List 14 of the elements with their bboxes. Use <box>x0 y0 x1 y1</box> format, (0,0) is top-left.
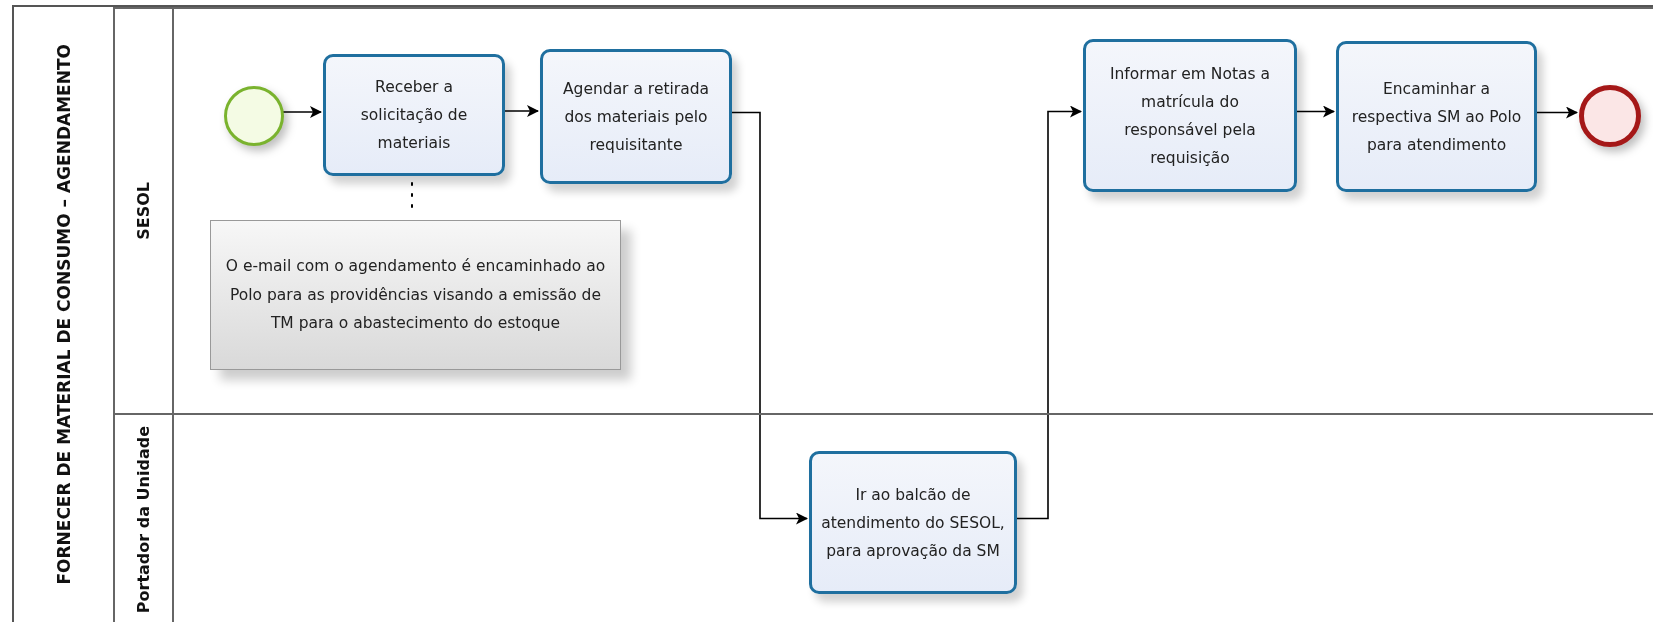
pool-title: FORNECER DE MATERIAL DE CONSUMO – AGENDAMENTO <box>53 44 74 585</box>
lane-title: Portador da Unidade <box>134 425 153 614</box>
task-box: Ir ao balcão de atendimento do SESOL, para aprovação da SM <box>809 451 1017 594</box>
task-box: Receber a solicitação de materiais <box>323 54 505 176</box>
task-box: Informar em Notas a matrícula do responsável pela requisição <box>1083 39 1297 192</box>
end-event-circle <box>1579 85 1641 147</box>
swimlane <box>115 7 1653 413</box>
swimlane <box>115 413 1653 622</box>
lane-title: SESOL <box>134 182 153 240</box>
task-box: Agendar a retirada dos materiais pelo requisitante <box>540 49 732 184</box>
annotation-box: O e-mail com o agendamento é encaminhado ao Polo para as providências visando a emissão de TM para o abastecimento do estoque <box>210 220 621 370</box>
pool <box>12 5 1653 622</box>
task-box: Encaminhar a respectiva SM ao Polo para atendimento <box>1336 41 1537 192</box>
start-event-circle <box>224 86 284 146</box>
